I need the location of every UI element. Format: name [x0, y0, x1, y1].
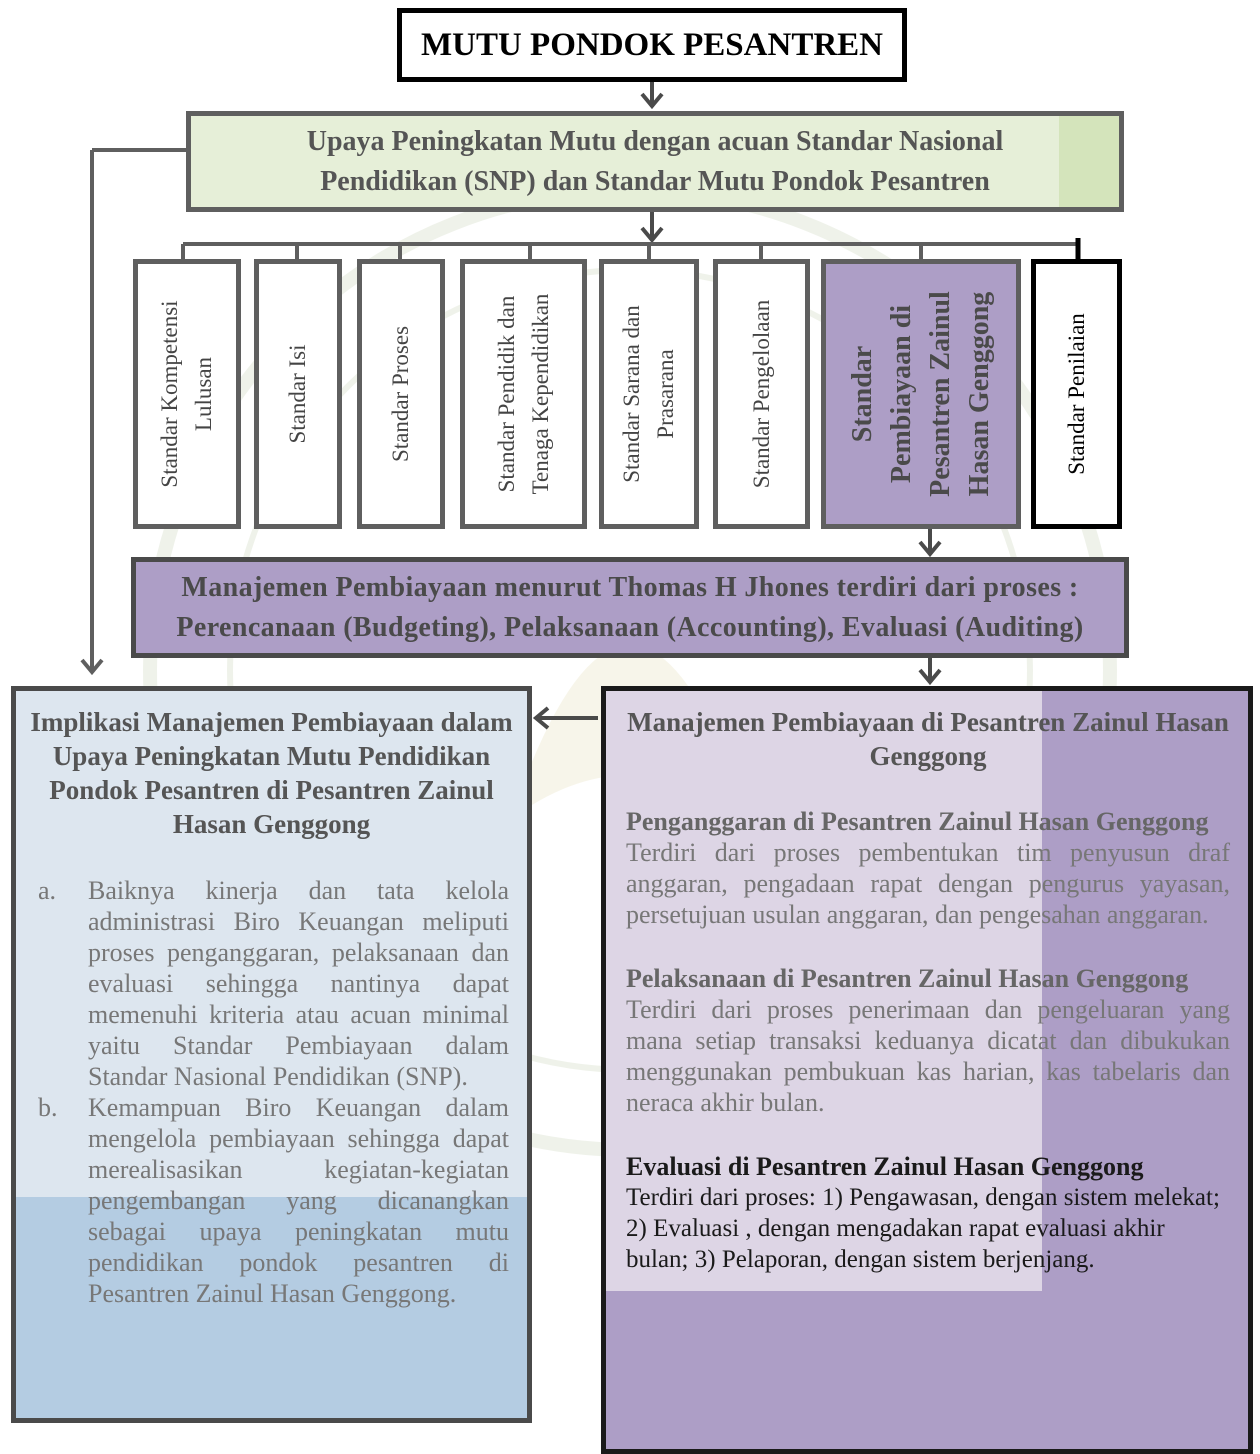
standard-label-line: Standar Isi [285, 344, 310, 444]
standard-label-line: Standar [847, 345, 878, 443]
standard-label-line: Standar Kompetensi [157, 300, 182, 488]
manajemen-text: Manajemen Pembiayaan menurut Thomas H Jh… [176, 568, 1083, 648]
standard-label-line: Standar Penilaian [1063, 313, 1089, 475]
standard-label-line: Standar Pengelolaan [748, 299, 774, 489]
list-item: b. Kemampuan Biro Keuangan dalam mengelo… [32, 1092, 509, 1309]
manajemen-line-2: Perencanaan (Budgeting), Pelaksanaan (Ac… [176, 611, 1084, 643]
list-marker: b. [38, 1093, 58, 1122]
list-marker: a. [38, 876, 57, 905]
standard-label-line: Pesantren Zainul [925, 291, 956, 497]
standard-label-line: Standar Sarana dan [619, 305, 644, 483]
list-item-text: Kemampuan Biro Keuangan dalam mengelola … [88, 1093, 509, 1308]
standard-penilaian: Standar Penilaian [1031, 259, 1122, 529]
standard-label: Standar Pendidik dan Tenaga Kependidikan [490, 294, 558, 495]
standard-label: Standar Isi [281, 344, 315, 443]
pesantren-manajemen-box: Manajemen Pembiayaan di Pesantren Zainul… [601, 686, 1253, 1454]
wash-overlay [606, 691, 1042, 1291]
standard-pembiayaan-pesantren: Standar Pembiayaan di Pesantren Zainul H… [821, 259, 1021, 529]
pesantren-content: Manajemen Pembiayaan di Pesantren Zainul… [606, 691, 1248, 1275]
section-heading-penganggaran: Penganggaran di Pesantren Zainul Hasan G… [626, 807, 1209, 836]
implikasi-title: Implikasi Manajemen Pembiayaan dalam Upa… [30, 707, 513, 839]
diagram-title: MUTU PONDOK PESANTREN [420, 26, 884, 63]
standard-label-line: Hasan Genggong [964, 291, 995, 497]
pesantren-title: Manajemen Pembiayaan di Pesantren Zainul… [627, 707, 1229, 771]
standard-label: Standar Proses [384, 326, 418, 462]
standard-label: Standar Kompetensi Lulusan [153, 300, 221, 487]
diagram-title-box: MUTU PONDOK PESANTREN [397, 8, 907, 82]
section-heading-pelaksanaan: Pelaksanaan di Pesantren Zainul Hasan Ge… [626, 964, 1189, 993]
implikasi-list: a. Baiknya kinerja dan tata kelola admin… [32, 875, 509, 1309]
section-body-evaluasi: Terdiri dari proses: 1) Pengawasan, deng… [626, 1184, 1220, 1273]
standard-sarana-prasarana: Standar Sarana dan Prasarana [599, 259, 699, 529]
wash-overlay [1042, 691, 1248, 911]
standard-label-line: Standar Proses [388, 325, 413, 463]
upaya-line-1: Upaya Peningkatan Mutu dengan acuan Stan… [306, 125, 1004, 157]
standard-isi: Standar Isi [254, 259, 342, 529]
manajemen-line-1: Manajemen Pembiayaan menurut Thomas H Jh… [181, 571, 1079, 603]
upaya-line-2: Pendidikan (SNP) dan Standar Mutu Pondok… [320, 165, 990, 197]
manajemen-thomas-box: Manajemen Pembiayaan menurut Thomas H Jh… [131, 557, 1129, 658]
upaya-text: Upaya Peningkatan Mutu dengan acuan Stan… [307, 122, 1004, 202]
standard-label-line: Lulusan [191, 356, 216, 432]
list-item-text: Baiknya kinerja dan tata kelola administ… [88, 876, 509, 1091]
standard-label-line: Pembiayaan di [886, 304, 917, 484]
upaya-box: Upaya Peningkatan Mutu dengan acuan Stan… [186, 111, 1124, 212]
standard-pengelolaan: Standar Pengelolaan [713, 259, 810, 529]
standard-label: Standar Sarana dan Prasarana [615, 305, 683, 483]
section-body-penganggaran: Terdiri dari proses pembentukan tim peny… [626, 838, 1230, 929]
standard-label: Standar Penilaian [1060, 313, 1094, 475]
implikasi-box: Implikasi Manajemen Pembiayaan dalam Upa… [11, 686, 532, 1423]
standard-label: Standar Pengelolaan [745, 300, 779, 488]
section-body-pelaksanaan: Terdiri dari proses penerimaan dan penge… [626, 995, 1230, 1117]
standard-kompetensi-lulusan: Standar Kompetensi Lulusan [133, 259, 241, 529]
standard-label-line: Standar Pendidik dan [493, 295, 519, 493]
section-heading-evaluasi: Evaluasi di Pesantren Zainul Hasan Gengg… [626, 1152, 1144, 1181]
standard-label-line: Prasarana [653, 349, 678, 439]
list-item: a. Baiknya kinerja dan tata kelola admin… [32, 875, 509, 1092]
standard-pendidik-tenaga-kependidikan: Standar Pendidik dan Tenaga Kependidikan [460, 259, 587, 529]
standard-proses: Standar Proses [357, 259, 445, 529]
upaya-accent-strip [1059, 116, 1119, 207]
standard-label-line: Tenaga Kependidikan [527, 293, 553, 495]
standard-label: Standar Pembiayaan di Pesantren Zainul H… [843, 291, 999, 497]
